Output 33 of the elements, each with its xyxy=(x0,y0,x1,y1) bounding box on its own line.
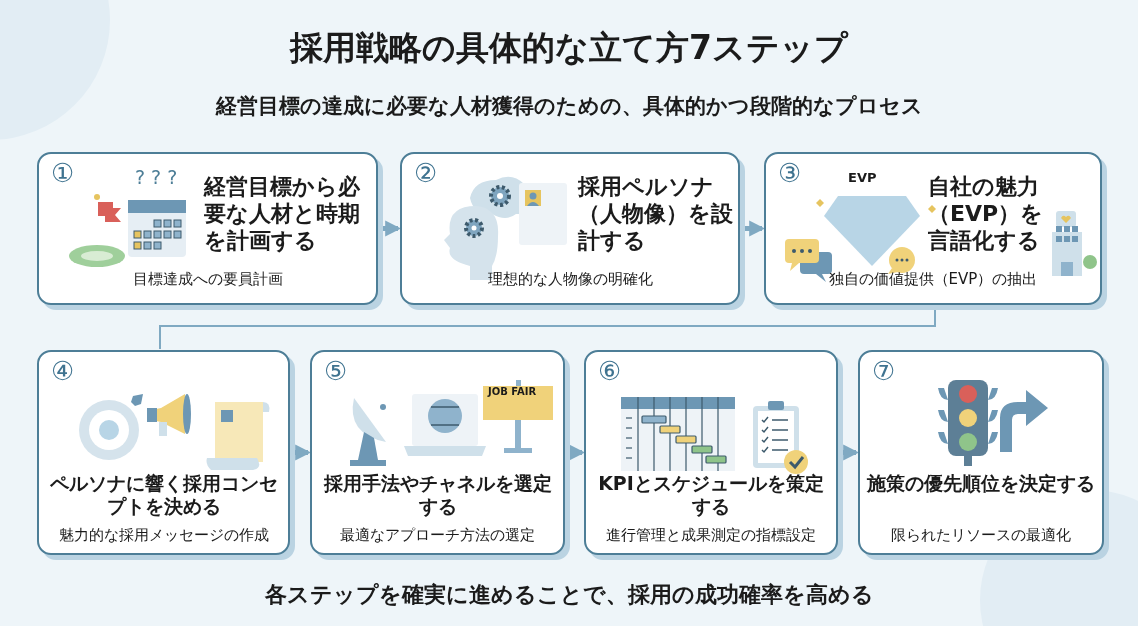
step-number: ⑦ xyxy=(872,358,896,384)
subtitle: 経営目標の達成に必要な人材獲得のための、具体的かつ段階的なプロセス xyxy=(214,93,924,120)
arrow xyxy=(742,220,766,237)
step-description: 目標達成への要員計画 xyxy=(131,270,284,289)
arrow xyxy=(840,444,860,461)
title: 採用戦略の具体的な立て方7ステップ xyxy=(288,27,850,69)
step-heading: ペルソナに響く採用コンセプトを決める xyxy=(48,472,279,519)
step-description: 進行管理と成果測定の指標設定 xyxy=(605,526,817,545)
step-heading: 採用手法やチャネルを選定する xyxy=(322,472,553,519)
connector-line xyxy=(159,307,936,350)
step-number: ③ xyxy=(778,160,802,186)
step-number: ④ xyxy=(51,358,75,384)
arrow xyxy=(292,444,312,461)
step-heading: KPIとスケジュールを策定する xyxy=(597,472,825,519)
sign-text: JOB FAIR xyxy=(488,386,537,397)
step-number: ⑥ xyxy=(598,358,622,384)
arrow xyxy=(567,444,586,461)
step-description: 独自の価値提供（EVP）の抽出 xyxy=(827,270,1039,289)
question-marks: ? ? ? xyxy=(135,166,178,188)
arrow xyxy=(380,220,402,237)
icon-label: EVP xyxy=(848,170,877,185)
step-description: 魅力的な採用メッセージの作成 xyxy=(57,526,270,545)
step-heading: 経営目標から必要な人材と時期を計画する xyxy=(204,174,361,255)
step-description: 最適なアプローチ方法の選定 xyxy=(339,526,536,545)
step-description: 理想的な人物像の明確化 xyxy=(486,270,654,289)
caption: 各ステップを確実に進めることで、採用の成功確率を高める xyxy=(263,581,875,609)
step-heading: 採用ペルソナ（人物像）を設計する xyxy=(578,174,734,255)
step-number: ⑤ xyxy=(324,358,348,384)
step-heading: 自社の魅力（EVP）を言語化する xyxy=(928,174,1045,255)
step-description: 限られたリソースの最適化 xyxy=(890,526,1072,545)
step-number: ① xyxy=(51,160,75,186)
step-number: ② xyxy=(414,160,438,186)
step-heading: 施策の優先順位を決定する xyxy=(866,472,1096,496)
